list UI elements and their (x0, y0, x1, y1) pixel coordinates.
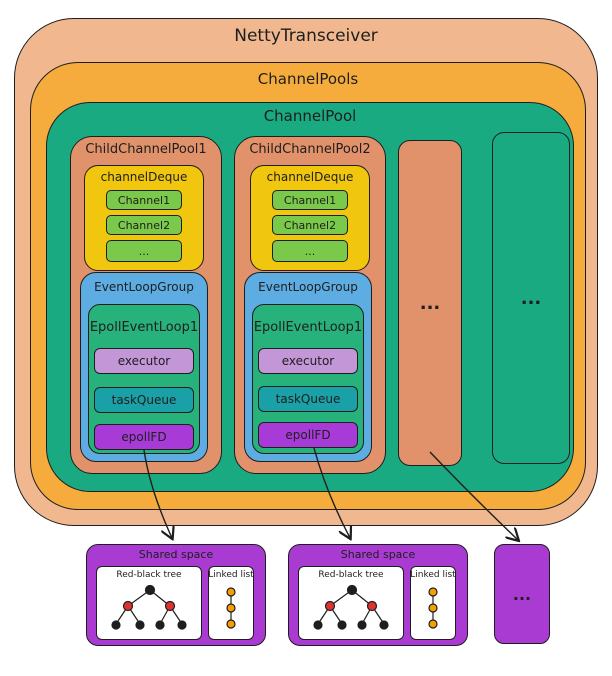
channel-pools-label: ChannelPools (257, 70, 359, 88)
epoll-event-loop-1-label: EpollEventLoop1 (89, 320, 199, 335)
child-channel-pool-1-label: ChildChannelPool1 (85, 142, 207, 157)
task-queue-1-label: taskQueue (111, 393, 177, 407)
event-loop-group-1-label: EventLoopGroup (94, 280, 194, 294)
channel-2-3: ... (272, 240, 348, 262)
channel-2-3-label: ... (304, 244, 316, 258)
linked-list-2-label: Linked list (410, 570, 456, 580)
epoll-fd-2: epollFD (258, 422, 358, 448)
channel-pool-more: ... (492, 132, 570, 464)
task-queue-2-label: taskQueue (275, 392, 341, 406)
executor-1-label: executor (117, 354, 171, 368)
channel-1-3-label: ... (138, 244, 150, 258)
shared-space-2-title: Shared space (340, 548, 416, 561)
channel-1-3: ... (106, 240, 182, 262)
shared-space-more-label: ... (512, 584, 532, 604)
netty-transceiver-label: NettyTransceiver (234, 26, 378, 46)
channel-1-2: Channel2 (106, 215, 182, 235)
linked-list-1-label: Linked list (208, 570, 254, 580)
executor-2: executor (258, 348, 358, 374)
shared-space-more: ... (494, 544, 550, 644)
executor-2-label: executor (281, 354, 335, 368)
channel-2-2-label: Channel2 (283, 218, 337, 232)
channel-1-1: Channel1 (106, 190, 182, 210)
channel-deque-2-label: channelDeque (266, 170, 354, 184)
channel-1-1-label: Channel1 (117, 193, 171, 207)
child-channel-pool-more-label: ... (419, 292, 441, 314)
shared-space-1-title: Shared space (138, 548, 214, 561)
channel-1-2-label: Channel2 (117, 218, 171, 232)
channel-deque-1-label: channelDeque (100, 170, 188, 184)
channel-2-1: Channel1 (272, 190, 348, 210)
epoll-fd-1: epollFD (94, 424, 194, 450)
red-black-tree-2-label: Red-black tree (318, 570, 384, 580)
executor-1: executor (94, 348, 194, 374)
channel-pool-label: ChannelPool (263, 107, 357, 125)
task-queue-1: taskQueue (94, 387, 194, 413)
channel-2-1-label: Channel1 (283, 193, 337, 207)
event-loop-group-2-label: EventLoopGroup (258, 280, 358, 294)
epoll-fd-2-label: epollFD (285, 428, 331, 442)
task-queue-2: taskQueue (258, 386, 358, 412)
epoll-fd-1-label: epollFD (121, 430, 167, 444)
channel-2-2: Channel2 (272, 215, 348, 235)
epoll-event-loop-2-label: EpollEventLoop1 (253, 320, 363, 335)
red-black-tree-1-label: Red-black tree (116, 570, 182, 580)
child-channel-pool-more: ... (398, 140, 462, 466)
child-channel-pool-2-label: ChildChannelPool2 (249, 142, 371, 157)
channel-pool-more-label: ... (520, 287, 542, 309)
